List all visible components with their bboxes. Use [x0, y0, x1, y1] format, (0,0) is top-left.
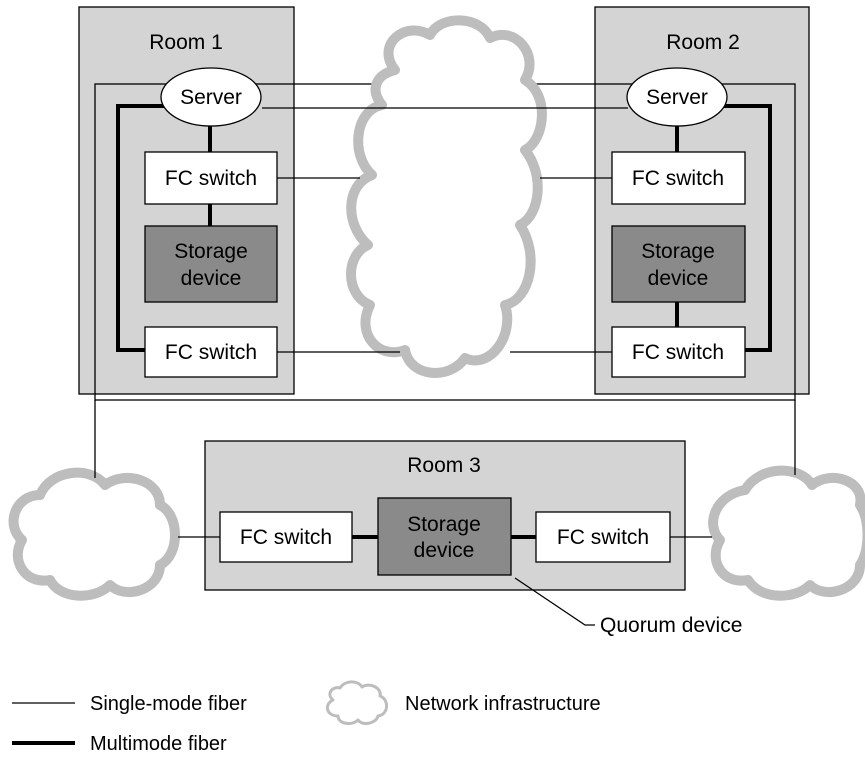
- room-2-fc-switch-top: [611, 151, 746, 205]
- network-cloud-left: [8, 467, 180, 601]
- room-2-storage-label-2: device: [648, 267, 709, 290]
- multimode-r2-loop: [722, 104, 772, 352]
- room-2-server: [626, 67, 728, 127]
- room-3-storage-device: [377, 497, 512, 576]
- room-1-server-label: Server: [180, 86, 242, 109]
- network-cloud-center: [346, 15, 547, 378]
- room-1-storage-label-1: Storage: [174, 240, 248, 263]
- room-2-title: Room 2: [666, 31, 740, 54]
- room-1-fc-switch-bottom-label: FC switch: [165, 341, 257, 364]
- room-1-fc-switch-top: [144, 151, 278, 205]
- room-3-fc-switch-left: [219, 511, 353, 563]
- room-1-storage-label-2: device: [181, 267, 242, 290]
- room-1-title: Room 1: [149, 31, 223, 54]
- room-2-storage-label-1: Storage: [641, 240, 715, 263]
- room-3-title: Room 3: [407, 454, 481, 477]
- room-3-storage-label-2: device: [414, 539, 475, 562]
- legend-single-mode-label: Single-mode fiber: [90, 693, 247, 715]
- room-2-storage-device: [611, 225, 746, 303]
- quorum-callout-line: [514, 577, 595, 626]
- legend-cloud-icon: [325, 680, 388, 725]
- network-cloud-right: [708, 465, 865, 601]
- room-2-fc-switch-bottom-label: FC switch: [632, 341, 724, 364]
- room-3-fc-switch-left-label: FC switch: [240, 526, 332, 549]
- room-3-fc-switch-right-label: FC switch: [557, 526, 649, 549]
- room-2-server-label: Server: [646, 86, 708, 109]
- multimode-r1-loop: [116, 104, 165, 352]
- room-3-storage-label-1: Storage: [407, 513, 481, 536]
- room-3-fc-switch-right: [535, 511, 671, 563]
- room-2-fc-switch-top-label: FC switch: [632, 167, 724, 190]
- legend-multimode-label: Multimode fiber: [90, 733, 227, 755]
- room-1-server: [160, 67, 262, 127]
- room-1-fc-switch-top-label: FC switch: [165, 167, 257, 190]
- room-1-fc-switch-bottom: [144, 326, 278, 378]
- room-1-storage-device: [144, 225, 278, 303]
- quorum-device-label: Quorum device: [600, 614, 742, 637]
- legend: Single-mode fiber Network infrastructure…: [12, 680, 601, 755]
- legend-network-label: Network infrastructure: [405, 693, 601, 715]
- room-2-fc-switch-bottom: [611, 326, 746, 378]
